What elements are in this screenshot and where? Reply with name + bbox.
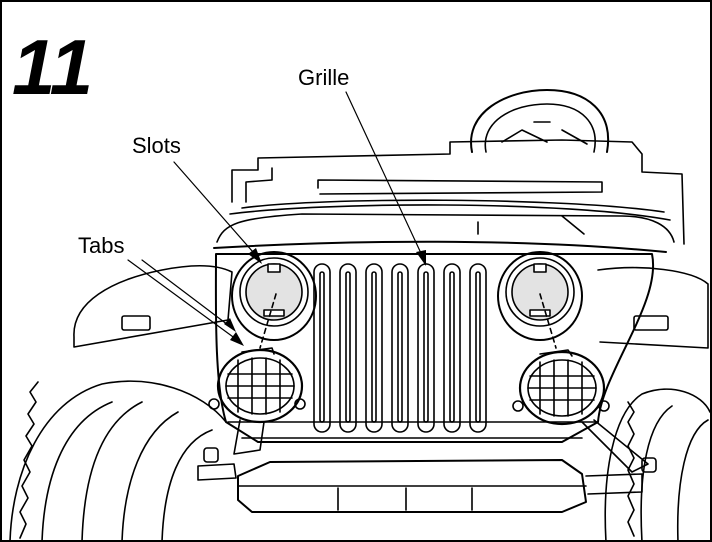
steering-wheel <box>471 90 608 152</box>
right-wheel <box>605 389 710 542</box>
slots-label: Slots <box>132 133 181 158</box>
left-wheel <box>10 381 226 542</box>
tabs-arrowhead-1 <box>230 332 244 346</box>
right-fog-light <box>513 350 648 472</box>
left-headlight <box>232 252 316 340</box>
tabs-label: Tabs <box>78 233 124 258</box>
tabs-leader-line-2 <box>142 260 232 328</box>
slots-leader-line <box>174 162 260 260</box>
front-bumper <box>198 448 656 512</box>
grille-leader-line <box>346 92 426 264</box>
grille-slats <box>314 264 486 432</box>
slots-arrowhead <box>248 248 262 264</box>
right-fender <box>598 268 708 348</box>
hood-edge <box>214 242 666 252</box>
grille-label: Grille <box>298 65 349 90</box>
grille-arrowhead <box>416 250 426 266</box>
step-number: 11 <box>12 23 93 111</box>
windshield-frame <box>217 140 684 244</box>
